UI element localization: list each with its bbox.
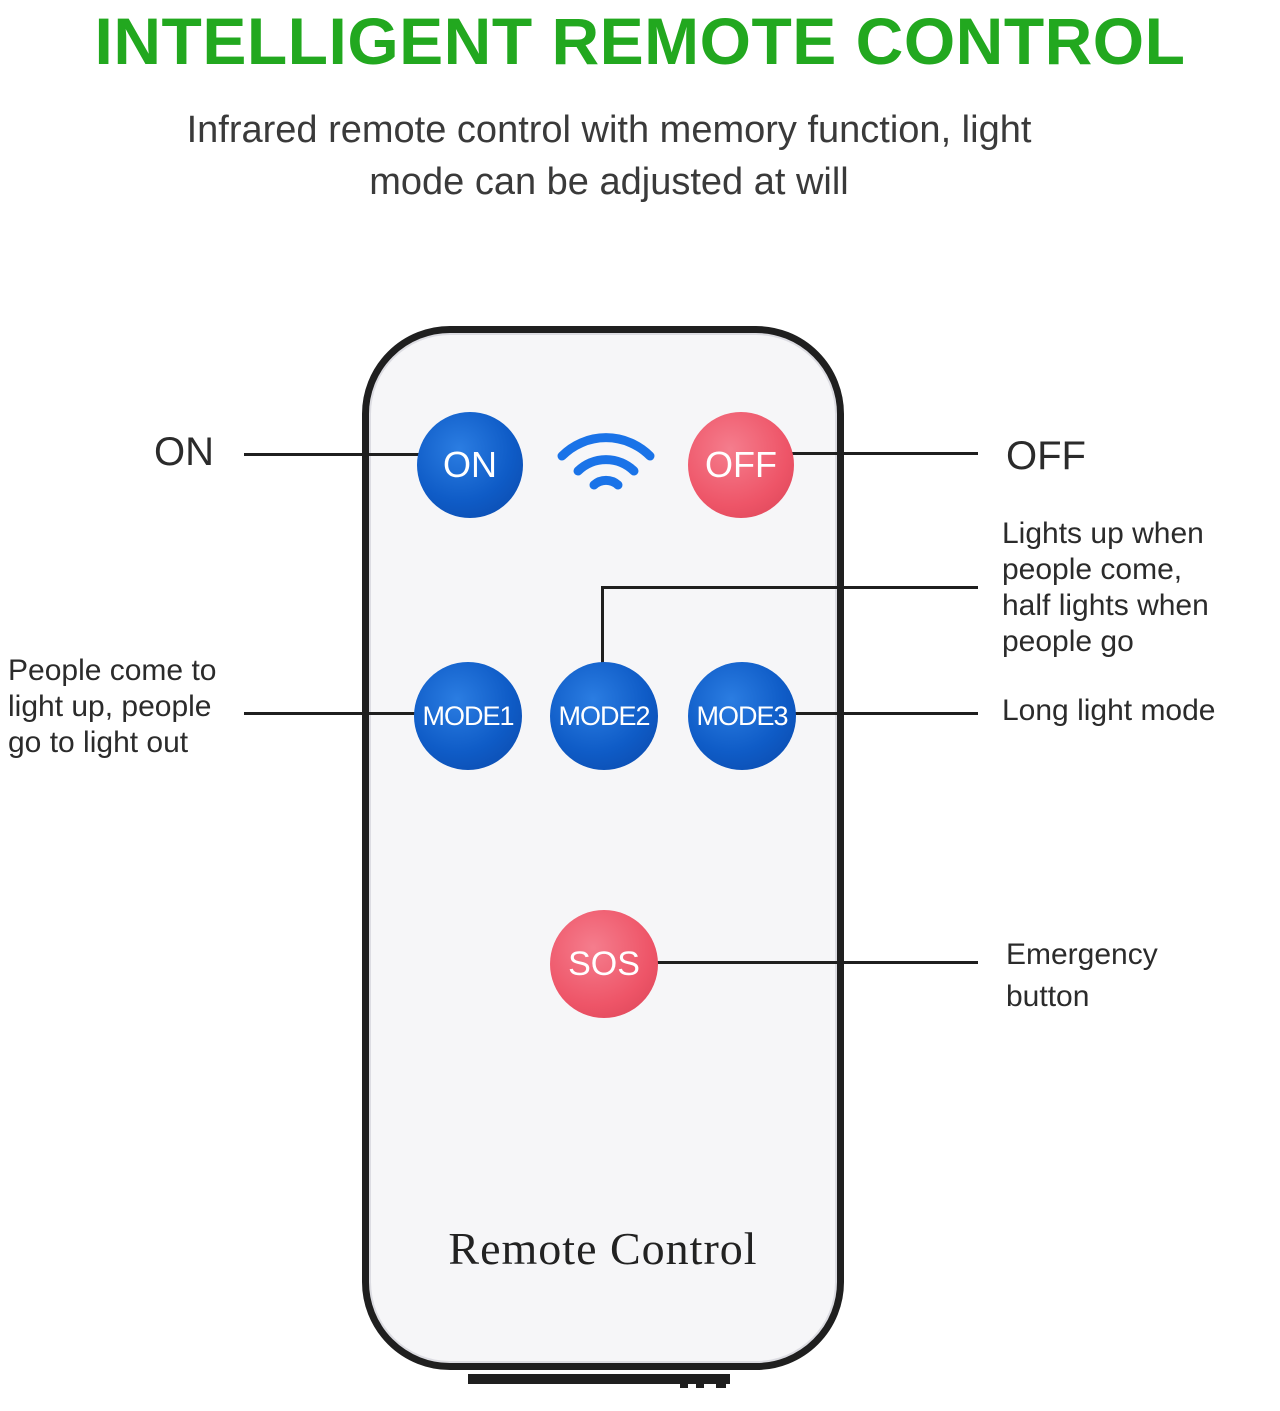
callout-mode1-line-2: light up, people	[8, 690, 212, 723]
callout-mode1: People come to light up, people go to li…	[8, 653, 216, 761]
callout-mode2-line-4: people go	[1002, 625, 1134, 658]
remote-bottom-notch-3	[716, 1382, 726, 1388]
callout-mode3: Long light mode	[1002, 694, 1216, 727]
sos-button-label: SOS	[568, 944, 640, 983]
callout-mode2-line-1: Lights up when	[1002, 517, 1204, 550]
leader-line-mode2-vertical	[601, 586, 604, 666]
on-button-label: ON	[443, 444, 497, 485]
callout-mode2-line-2: people come,	[1002, 553, 1183, 586]
page-subtitle: Infrared remote control with memory func…	[0, 104, 1218, 208]
callout-sos-line-2: button	[1006, 980, 1090, 1013]
callout-on: ON	[154, 430, 214, 474]
remote-brand-text: Remote Control	[448, 1223, 758, 1274]
callout-sos-line-1: Emergency	[1006, 938, 1158, 971]
mode3-button-label: MODE3	[696, 700, 788, 731]
subtitle-line-2: mode can be adjusted at will	[369, 161, 849, 203]
off-button-label: OFF	[705, 444, 777, 485]
subtitle-line-1: Infrared remote control with memory func…	[186, 109, 1032, 151]
leader-line-mode2-horizontal	[601, 586, 978, 589]
mode1-button-label: MODE1	[422, 700, 514, 731]
callout-sos: Emergency button	[1006, 934, 1158, 1018]
mode1-button[interactable]: MODE1	[414, 662, 522, 770]
leader-line-off	[780, 452, 978, 455]
mode3-button[interactable]: MODE3	[688, 662, 796, 770]
leader-line-sos	[640, 961, 978, 964]
leader-line-mode1	[244, 712, 430, 715]
remote-bottom-notch-1	[680, 1382, 688, 1388]
off-button[interactable]: OFF	[688, 412, 794, 518]
page-title: INTELLIGENT REMOTE CONTROL	[94, 4, 1186, 78]
leader-line-mode3	[780, 712, 978, 715]
on-button[interactable]: ON	[417, 412, 523, 518]
sos-button[interactable]: SOS	[550, 910, 658, 1018]
remote-bottom-notch-2	[696, 1382, 704, 1388]
callout-mode2-line-3: half lights when	[1002, 589, 1209, 622]
remote-bottom-tab	[468, 1374, 730, 1384]
callout-mode2: Lights up when people come, half lights …	[1002, 516, 1209, 660]
leader-line-on	[244, 453, 430, 456]
callout-off: OFF	[1006, 434, 1086, 478]
mode2-button[interactable]: MODE2	[550, 662, 658, 770]
callout-mode1-line-1: People come to	[8, 654, 217, 687]
callout-mode1-line-3: go to light out	[8, 726, 189, 759]
mode2-button-label: MODE2	[558, 700, 650, 731]
wifi-icon	[557, 433, 655, 490]
